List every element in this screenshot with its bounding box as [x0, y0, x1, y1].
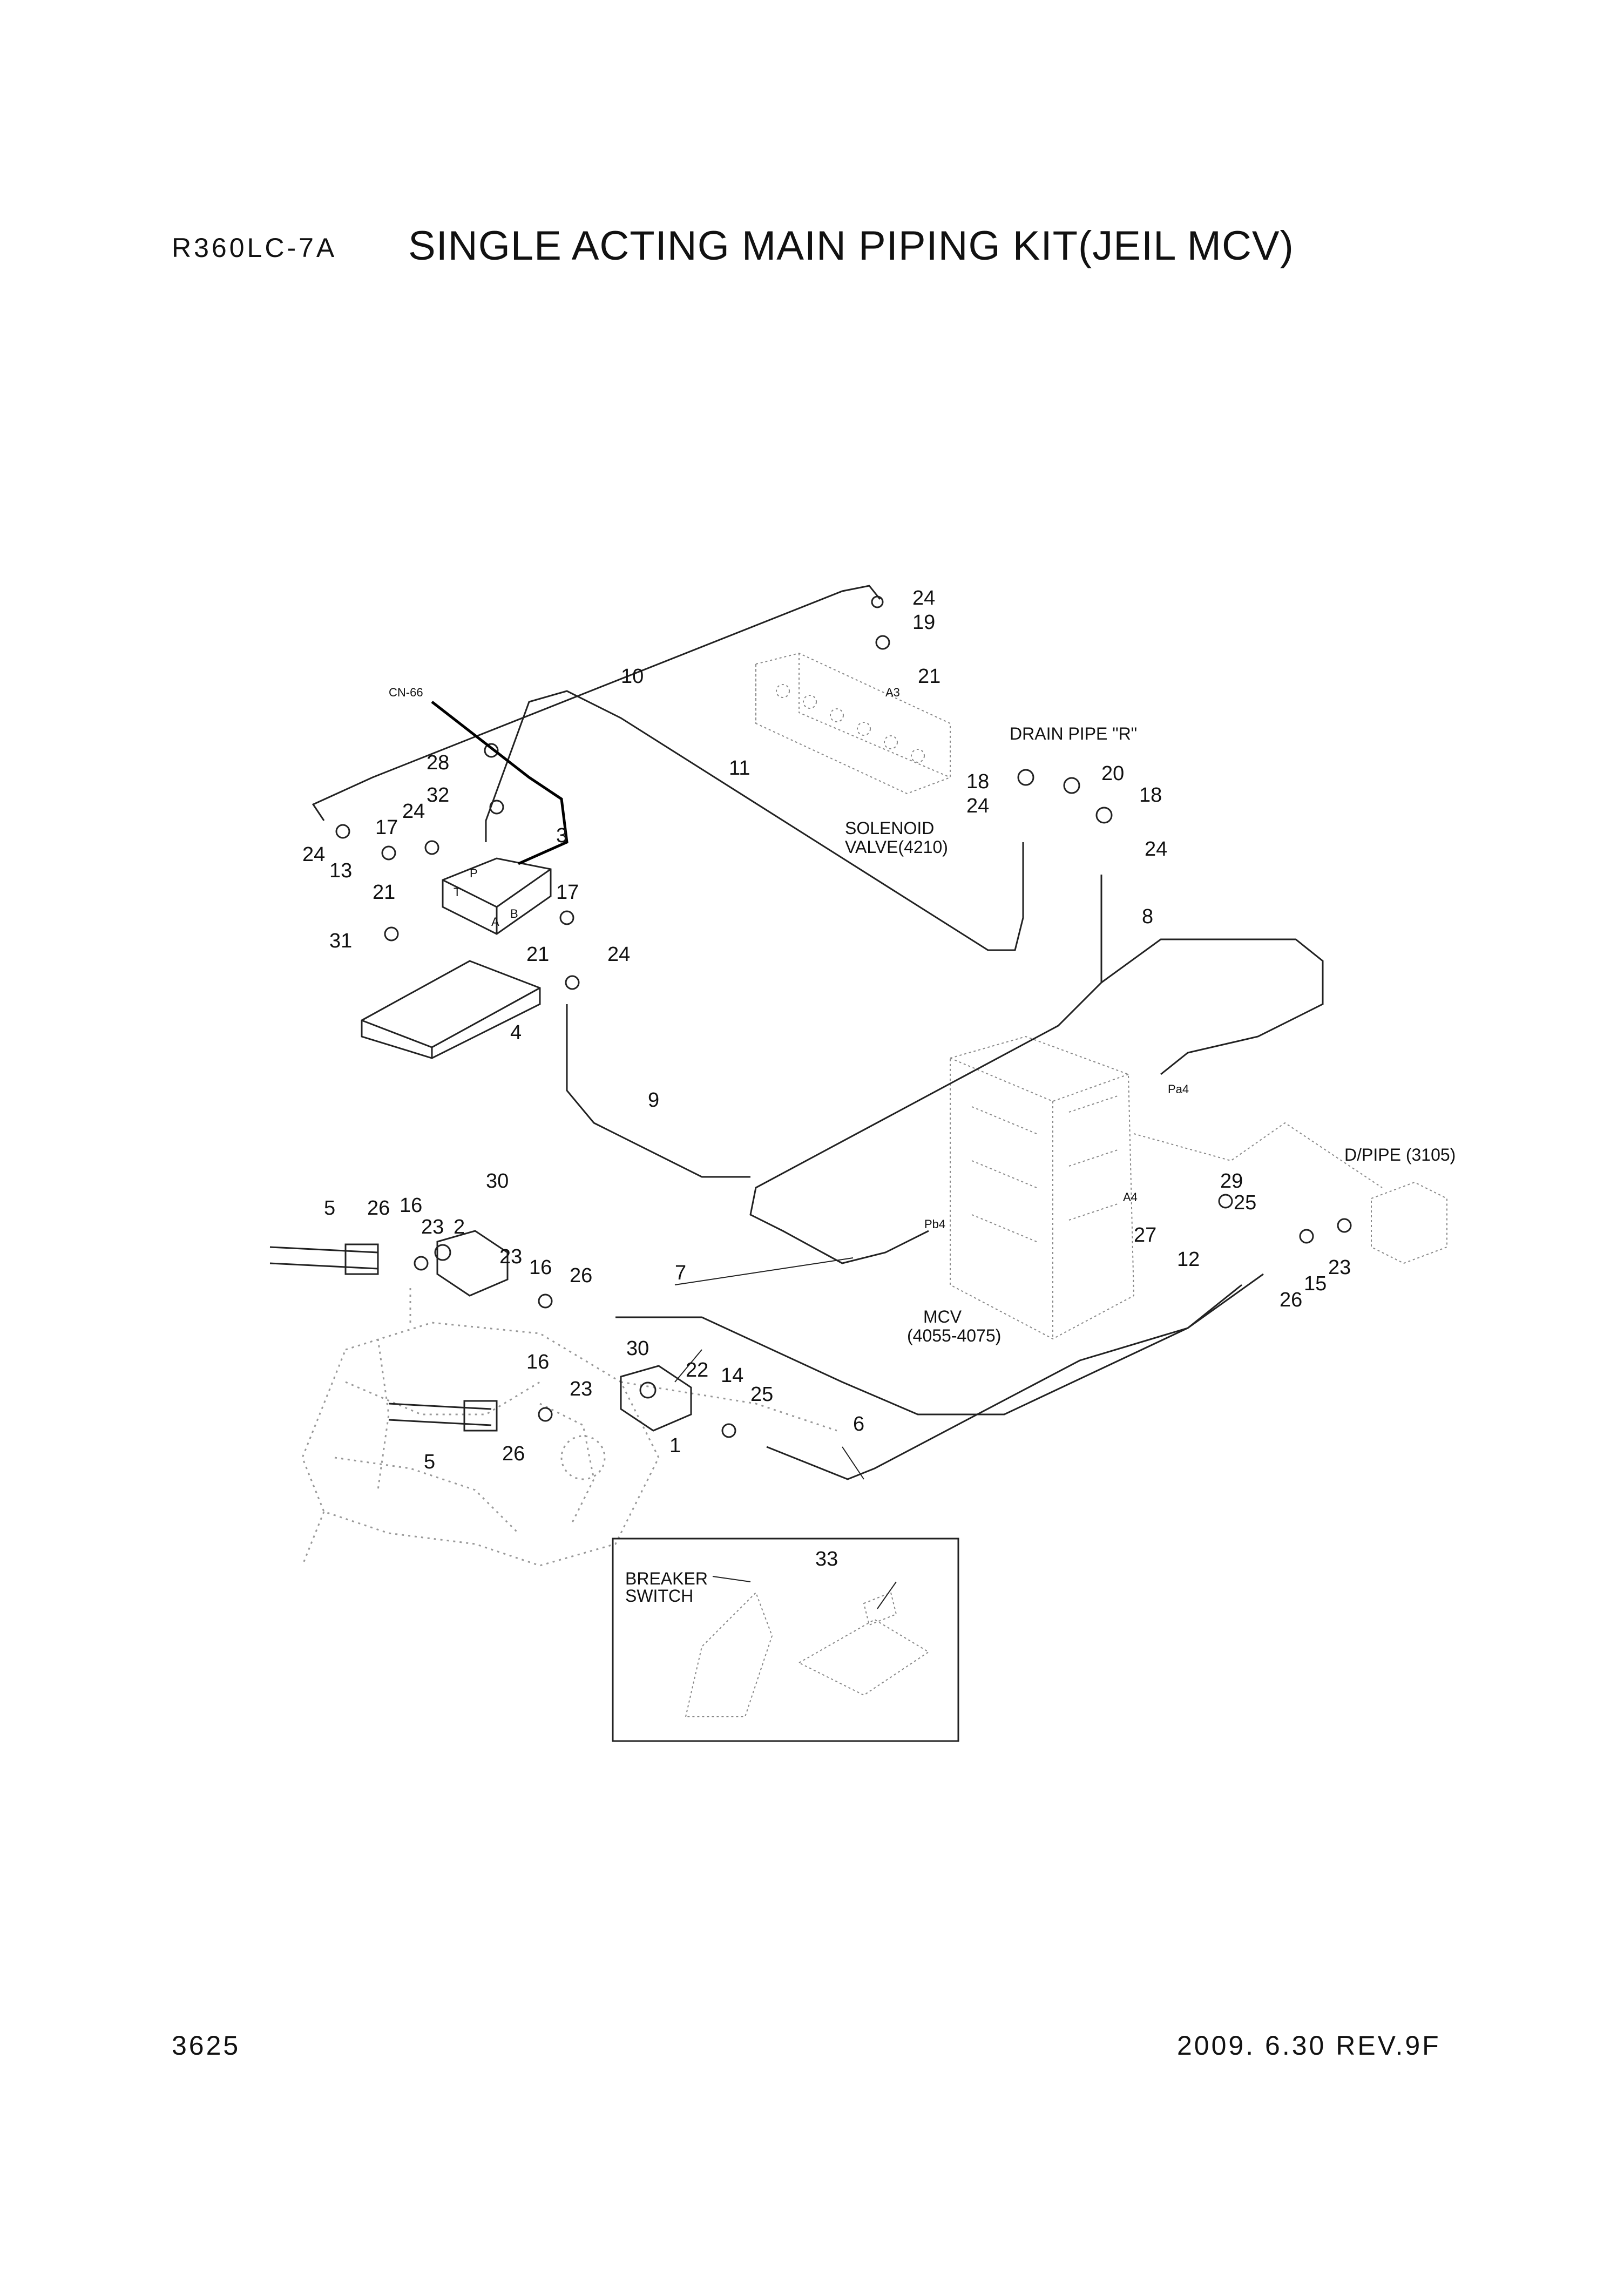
fittings — [335, 595, 1352, 1438]
clamp-block-1 — [620, 1365, 692, 1432]
part-callout: 14 — [721, 1364, 743, 1387]
part-callout: 30 — [626, 1337, 649, 1360]
page-title: SINGLE ACTING MAIN PIPING KIT(JEIL MCV) — [408, 223, 1294, 269]
part-callout: 26 — [1280, 1289, 1302, 1311]
part-callout: 29 — [1220, 1170, 1243, 1193]
part-callout: 17 — [556, 881, 579, 904]
leader-lines — [674, 1257, 897, 1609]
part-callout: 30 — [486, 1170, 509, 1193]
part-callout: 17 — [375, 816, 398, 839]
port-a4: A4 — [1123, 1190, 1138, 1204]
solenoid-label-1: SOLENOID — [845, 818, 934, 838]
part-callout: 26 — [367, 1197, 390, 1220]
breaker-label-2: SWITCH — [625, 1586, 693, 1606]
part-callout: 12 — [1177, 1248, 1200, 1271]
part-callout: 24 — [607, 943, 630, 966]
cn66-label: CN-66 — [389, 686, 423, 699]
port-pb4: Pb4 — [924, 1217, 945, 1231]
part-callout: 10 — [621, 665, 644, 688]
machine-outline — [301, 1285, 837, 1567]
pipe-10 — [312, 585, 881, 821]
mcv-block — [950, 1035, 1135, 1340]
cn66-wire — [431, 701, 569, 865]
part-callout: 7 — [675, 1262, 686, 1284]
part-callout: 31 — [329, 930, 352, 952]
port-t: T — [454, 885, 461, 899]
part-callout: 23 — [499, 1245, 522, 1268]
part-callout: 16 — [526, 1351, 549, 1373]
model-code: R360LC-7A — [172, 233, 337, 263]
part-callout: 3 — [556, 824, 567, 847]
manifold-block-3 — [442, 857, 552, 935]
part-callout: 5 — [424, 1451, 435, 1473]
part-callout: 21 — [526, 943, 549, 966]
date-revision: 2009. 6.30 REV.9F — [1177, 2030, 1441, 2061]
part-callout: 13 — [329, 859, 352, 882]
diagram-labels: CN-66 DRAIN PIPE "R" SOLENOID VALVE(4210… — [389, 686, 1456, 1606]
solenoid-label-2: VALVE(4210) — [845, 837, 948, 857]
pipe-11 — [485, 690, 1024, 951]
hose-5-lower — [388, 1400, 498, 1432]
port-p: P — [470, 866, 478, 880]
part-callout: 26 — [502, 1443, 525, 1465]
part-callout: 23 — [421, 1216, 444, 1238]
part-callouts: 24 19 21 10 11 20 18 18 24 24 28 32 24 1… — [302, 587, 1351, 1570]
part-callout: 16 — [400, 1194, 422, 1217]
mcv-label-2: (4055-4075) — [907, 1326, 1001, 1345]
part-callout: 5 — [324, 1197, 335, 1220]
part-callout: 6 — [853, 1413, 864, 1435]
part-callout: 21 — [918, 665, 940, 688]
part-callout: 27 — [1134, 1224, 1156, 1247]
solenoid-valve — [755, 652, 951, 795]
breaker-switch-inset — [612, 1538, 959, 1742]
port-a3: A3 — [885, 686, 900, 699]
part-callout: 23 — [1328, 1256, 1351, 1279]
part-callout: 24 — [966, 795, 989, 817]
part-callout: 24 — [1145, 838, 1167, 861]
part-callout: 24 — [402, 800, 425, 823]
drain-pipe-label: DRAIN PIPE "R" — [1010, 724, 1137, 743]
part-callout: 18 — [966, 770, 989, 793]
part-callout: 1 — [669, 1434, 681, 1457]
pipe-6 — [766, 1273, 1264, 1480]
part-callout: 25 — [1234, 1191, 1256, 1214]
base-plate-4 — [361, 960, 541, 1059]
part-callout: 25 — [750, 1383, 773, 1406]
part-callout: 9 — [648, 1089, 659, 1112]
part-callout: 11 — [729, 757, 750, 780]
part-callout: 33 — [815, 1548, 838, 1570]
part-callout: 15 — [1304, 1272, 1327, 1295]
part-callout: 4 — [510, 1021, 522, 1044]
hose-5-upper — [269, 1243, 379, 1275]
port-b: B — [510, 907, 518, 920]
part-callout: 23 — [570, 1378, 592, 1400]
part-callout: 16 — [529, 1256, 552, 1279]
pipe-7 — [615, 1284, 1242, 1416]
dpipe-block — [1133, 1122, 1447, 1264]
part-callout: 28 — [427, 751, 449, 774]
breaker-label-1: BREAKER — [625, 1569, 708, 1588]
port-a: A — [491, 915, 499, 929]
part-callout: 21 — [373, 881, 395, 904]
clamp-block-2 — [434, 1230, 509, 1297]
part-callout: 2 — [454, 1216, 465, 1238]
part-callout: 19 — [912, 611, 935, 634]
dpipe-label: D/PIPE (3105) — [1344, 1145, 1456, 1164]
part-callout: 22 — [686, 1359, 708, 1381]
mcv-label-1: MCV — [923, 1307, 962, 1326]
pipe-9 — [566, 1004, 750, 1178]
part-callout: 20 — [1101, 762, 1124, 785]
page-number: 3625 — [172, 2030, 241, 2061]
part-callout: 8 — [1142, 905, 1153, 928]
breaker-switch-sketch — [685, 1592, 930, 1717]
part-callout: 24 — [912, 587, 935, 610]
part-callout: 18 — [1139, 784, 1162, 807]
part-callout: 26 — [570, 1264, 592, 1287]
port-pa4: Pa4 — [1168, 1082, 1189, 1096]
pipe-8 — [749, 875, 1324, 1264]
part-callout: 32 — [427, 784, 449, 807]
part-callout: 24 — [302, 843, 325, 866]
